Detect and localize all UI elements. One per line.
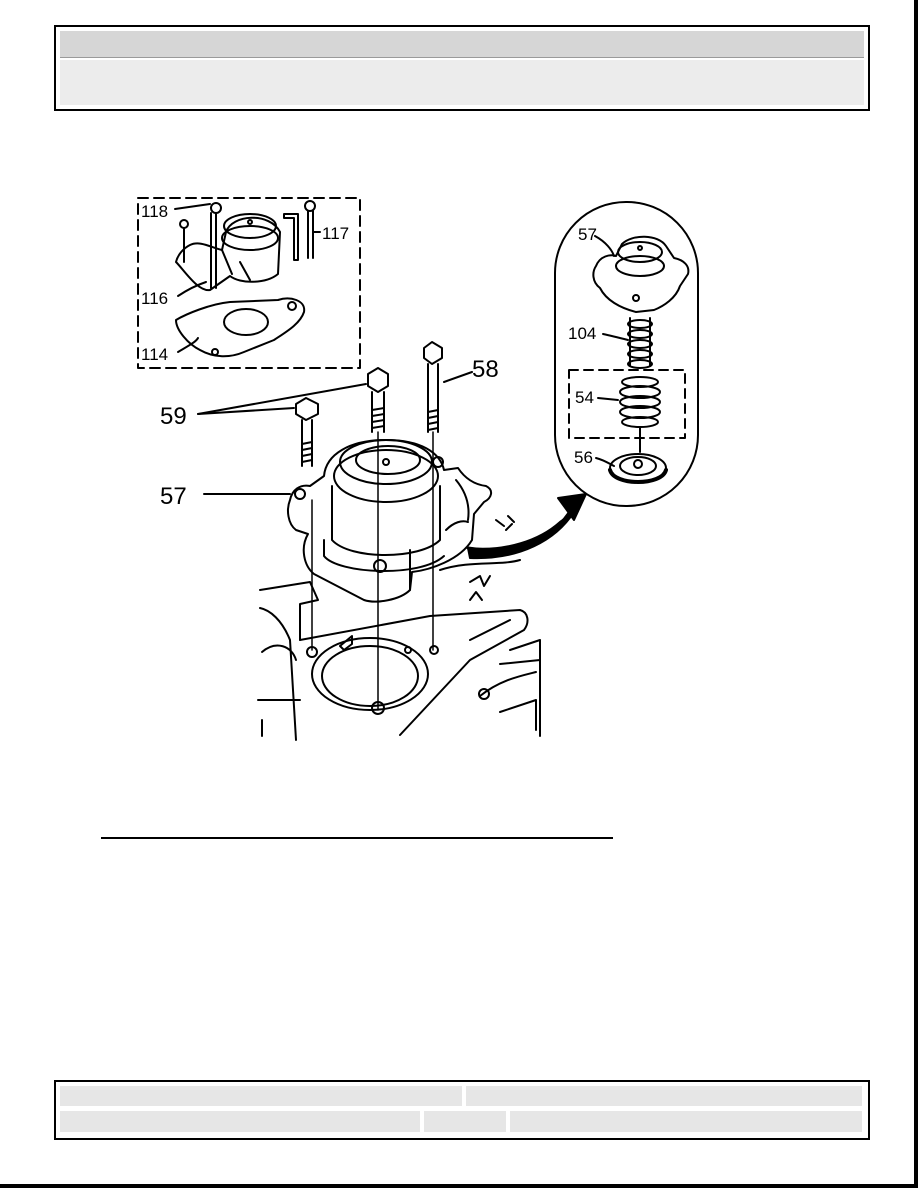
inset-bolt-118 (179, 202, 222, 289)
footer-cell-middle-bottom (424, 1111, 506, 1132)
right-dashed-box (568, 369, 686, 439)
callout-58: 58 (472, 356, 499, 383)
bolt-59-center (367, 367, 389, 711)
leader-58 (443, 371, 473, 383)
inset-gasket-114 (175, 297, 306, 358)
callout-56: 56 (574, 448, 593, 467)
footer-cell-left-bottom (60, 1111, 420, 1132)
document-footer (54, 1080, 870, 1140)
capsule-seal-56 (608, 453, 668, 484)
header-title-bar (60, 31, 864, 58)
capsule-spring-54 (619, 376, 661, 453)
footer-cell-left-top (60, 1086, 462, 1106)
footer-cell-right-top (466, 1086, 862, 1106)
callout-118: 118 (141, 202, 168, 221)
callout-116: 116 (141, 289, 168, 308)
callout-54: 54 (575, 388, 594, 407)
right-capsule-inset (554, 201, 699, 507)
callout-114: 114 (141, 345, 168, 364)
leader-59b (197, 407, 295, 415)
bolt-58 (423, 341, 443, 651)
document-header (54, 25, 870, 111)
callout-59: 59 (160, 403, 187, 430)
callout-117: 117 (322, 224, 349, 243)
callout-57-main: 57 (160, 483, 187, 510)
capsule-cover-57 (592, 235, 690, 313)
callout-57-inset: 57 (578, 225, 597, 244)
section-divider-line (101, 837, 613, 839)
upper-left-dashed-box (137, 197, 361, 369)
header-subtitle-bar (60, 60, 864, 105)
transmission-case (257, 515, 541, 741)
callout-104: 104 (568, 324, 596, 343)
capsule-spring-104 (627, 317, 653, 369)
main-cover-57 (287, 439, 492, 603)
inset-cover-part (175, 213, 281, 292)
inset-bolt-117 (283, 200, 316, 261)
bolt-59-left (295, 397, 319, 651)
curved-arrow (466, 493, 587, 560)
leader-59a (197, 383, 367, 415)
footer-cell-right-bottom (510, 1111, 862, 1132)
